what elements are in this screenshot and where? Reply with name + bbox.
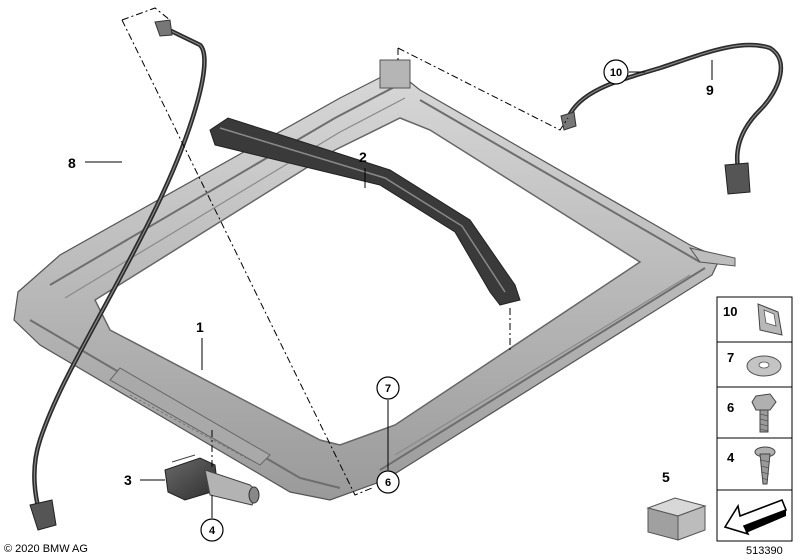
callout-1: 1 xyxy=(196,319,204,335)
callout-4: 4 xyxy=(209,525,216,537)
sunroof-frame xyxy=(13,59,736,501)
washer-icon xyxy=(746,355,782,377)
callout-8: 8 xyxy=(68,155,76,171)
callout-6: 6 xyxy=(385,477,391,489)
copyright-text: © 2020 BMW AG xyxy=(4,543,88,555)
legend-row-7: 7 xyxy=(727,350,782,377)
part-5-box xyxy=(646,497,707,541)
callout-labels: 8 1 2 3 9 5 10 7 6 4 xyxy=(68,59,714,542)
callout-circle-6 xyxy=(376,470,400,494)
direction-arrow-icon xyxy=(723,498,788,536)
callout-7: 7 xyxy=(385,383,391,395)
wind-deflector xyxy=(209,117,521,306)
legend-label-7: 7 xyxy=(727,350,734,365)
legend-row-arrow xyxy=(723,498,788,536)
callout-9: 9 xyxy=(706,82,714,98)
legend-row-4: 4 xyxy=(727,446,776,485)
leader-lines xyxy=(85,60,713,518)
callout-circle-7 xyxy=(376,376,400,400)
drain-hose-left xyxy=(29,19,207,531)
drain-hose-right xyxy=(560,42,784,195)
callout-circle-10 xyxy=(603,59,629,85)
screw-icon xyxy=(754,446,776,485)
parts-legend: 10 7 6 4 xyxy=(716,296,793,542)
callout-2: 2 xyxy=(359,149,367,165)
diagram-number: 513390 xyxy=(746,545,783,557)
drive-motor xyxy=(164,454,260,506)
callout-circle-4 xyxy=(200,518,224,542)
legend-row-6: 6 xyxy=(727,393,777,433)
callout-10: 10 xyxy=(610,67,622,79)
callout-3: 3 xyxy=(124,472,132,488)
legend-label-6: 6 xyxy=(727,400,734,415)
clip-icon xyxy=(757,303,783,336)
legend-row-10: 10 xyxy=(723,303,783,336)
hex-bolt-icon xyxy=(751,393,777,433)
legend-label-10: 10 xyxy=(723,304,737,319)
legend-label-4: 4 xyxy=(727,450,735,465)
callout-5: 5 xyxy=(662,469,670,485)
